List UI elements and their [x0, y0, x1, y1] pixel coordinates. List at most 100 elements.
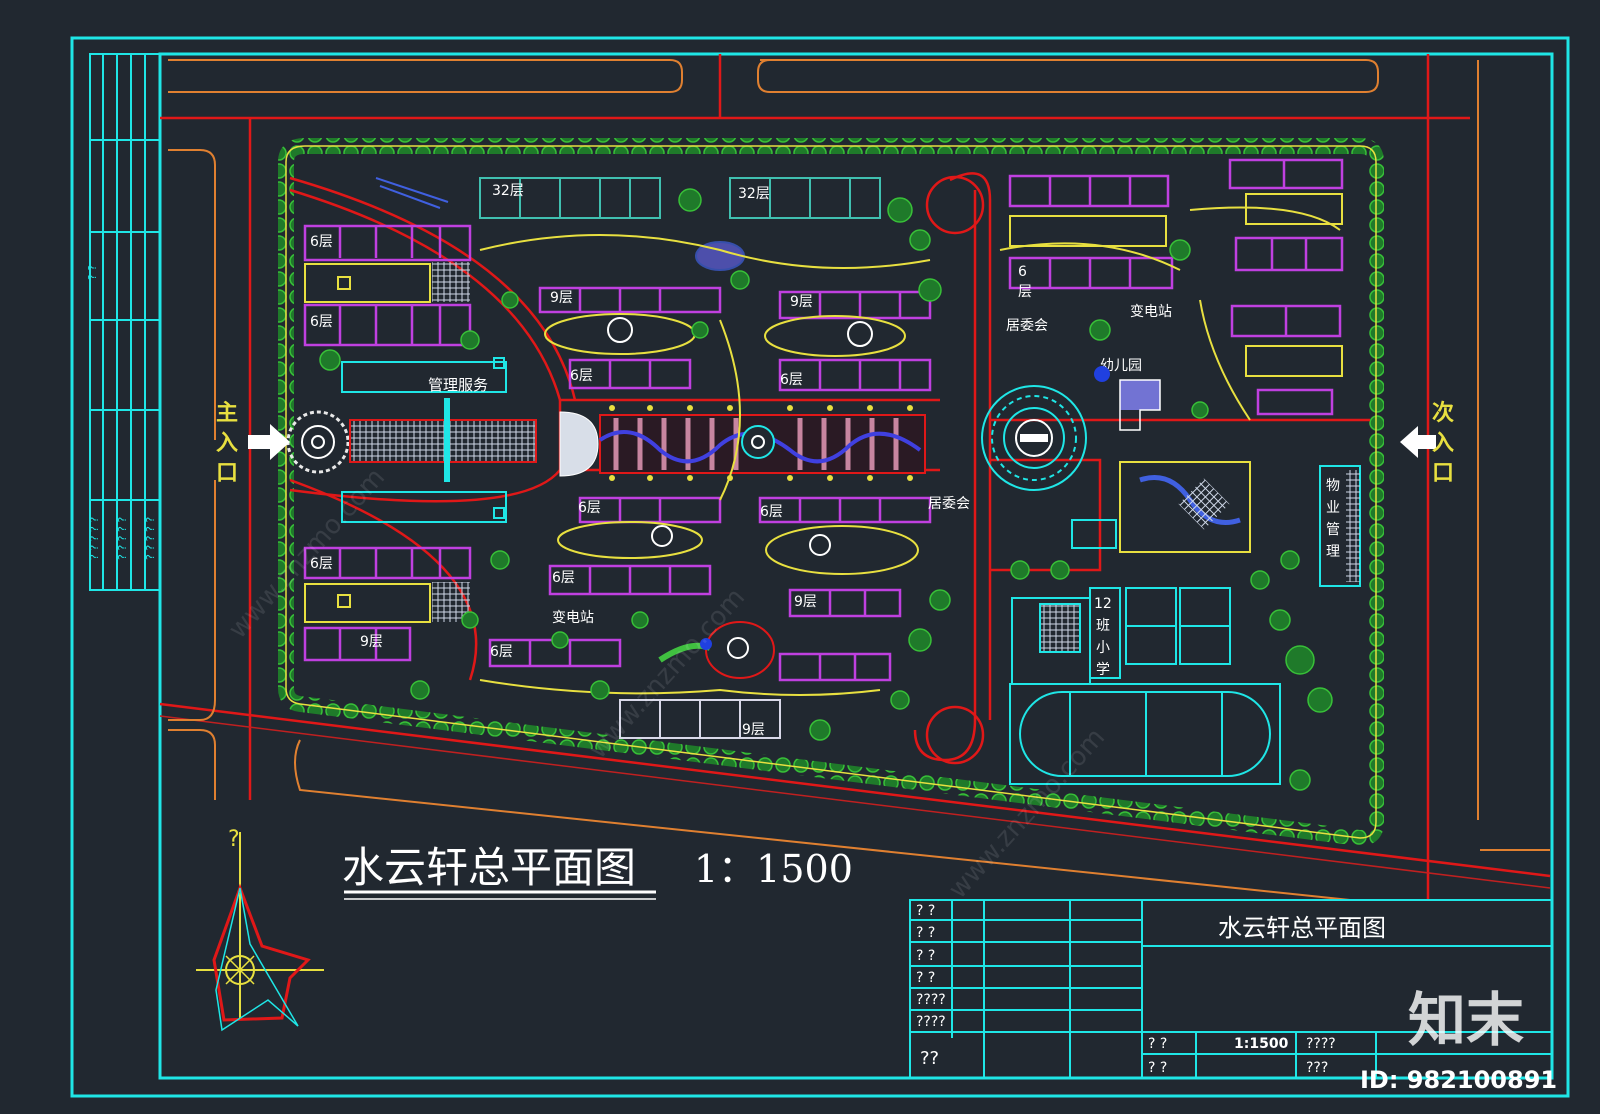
central-courtyards	[479, 234, 931, 696]
central-boulevard	[559, 405, 926, 481]
property-label: 物 业 管 理	[1326, 478, 1340, 560]
fountains	[607, 317, 873, 556]
left-strip-table	[89, 53, 161, 591]
title-block-cell: ????	[916, 1014, 946, 1030]
committee-label: 居委会	[1006, 318, 1048, 334]
internal-roads	[289, 172, 1370, 765]
title-block-rows: ? ? ? ? ? ? ? ? ???? ???? ?? ? ? ? ? 1:1…	[916, 903, 1336, 1076]
floor-label: 9层	[550, 290, 573, 306]
entrance-char: 入	[216, 431, 238, 456]
watermark-logo: 知末	[1408, 986, 1524, 1054]
main-entrance-label: 主 入 口	[216, 401, 238, 486]
floor-label: 9层	[360, 634, 383, 650]
title-block-cell: ? ?	[916, 970, 935, 986]
substation-label: 变电站	[552, 610, 594, 626]
title-block-title: 水云轩总平面图	[1218, 914, 1386, 942]
school-char: 班	[1096, 618, 1110, 634]
main-entrance-arrow	[248, 424, 290, 460]
service-labels: 变电站 居委会	[552, 496, 970, 626]
school-char: 12	[1094, 596, 1112, 612]
property-char: 业	[1326, 500, 1340, 516]
floor-label: 6层	[310, 234, 333, 250]
east-garden	[1071, 461, 1251, 553]
title-block	[909, 899, 1553, 1079]
central-floor-labels: 9层 9层 6层 6层 6层 6层 6层 9层 6层 9层	[490, 290, 817, 738]
title-block-cell: ? ?	[1148, 1036, 1167, 1052]
school	[1009, 587, 1281, 785]
floor-label: 6层	[552, 570, 575, 586]
circular-plaza	[981, 385, 1087, 491]
floor-label: 6层	[310, 314, 333, 330]
title-block-cell: ???	[1306, 1060, 1328, 1076]
north-floor-labels: 32层 32层	[492, 183, 770, 202]
west-floor-labels: 6层 6层 6层 9层	[310, 234, 383, 650]
east-labels: 6 层 居委会 变电站 幼儿园	[1006, 264, 1172, 374]
east-courtyards	[999, 193, 1343, 421]
gray-blocks	[619, 699, 781, 739]
floor-label: 9层	[794, 594, 817, 610]
left-strip-mark: ? ?	[86, 265, 99, 280]
school-char: 学	[1096, 662, 1110, 678]
floor-label: 6层	[578, 500, 601, 516]
drawing-title: 水云轩总平面图	[342, 843, 636, 892]
left-strip-marks: ? ? ? ? ? ? ? ? ? ? ? ? ? ? ? ? ?	[86, 265, 157, 560]
site-hedge	[278, 138, 1384, 847]
title-block-cell: ? ?	[916, 948, 935, 964]
floor-label: 6层	[490, 644, 513, 660]
north-arrow-compass	[196, 832, 324, 1032]
floor-label: 6层	[760, 504, 783, 520]
property-char: 管	[1326, 522, 1340, 538]
kindergarten-label: 幼儿园	[1100, 358, 1142, 374]
floor-label: 6	[1018, 264, 1027, 280]
management-label: 管理服务	[428, 376, 488, 394]
entrance-char: 口	[1432, 461, 1454, 486]
watermark-site: www.znzmo.com	[223, 463, 391, 645]
entrance-char: 口	[216, 461, 238, 486]
floor-label: 32层	[492, 183, 524, 199]
floor-label: 9层	[790, 294, 813, 310]
floor-label: 6层	[310, 556, 333, 572]
entrance-plaza	[286, 398, 537, 482]
entrance-char: 主	[216, 401, 238, 426]
school-label: 12 班 小 学	[1094, 596, 1112, 678]
title-block-scale: 1:1500	[1234, 1036, 1289, 1052]
west-service-buildings	[341, 357, 507, 523]
committee-label: 居委会	[928, 496, 970, 512]
entrance-char: 入	[1432, 431, 1454, 456]
west-courtyards	[304, 263, 431, 623]
floor-label: 9层	[742, 722, 765, 738]
floor-label: 6层	[780, 372, 803, 388]
property-building	[1319, 465, 1361, 587]
title-block-cell: ??	[920, 1048, 939, 1069]
secondary-entrance-label: 次 入 口	[1432, 400, 1454, 486]
property-char: 理	[1326, 544, 1340, 560]
left-strip-mark: ? ? ? ? ?	[116, 517, 129, 560]
roads	[159, 54, 1551, 901]
substation-label: 变电站	[1130, 304, 1172, 320]
entrance-char: 次	[1432, 400, 1454, 426]
kindergarten	[1094, 366, 1161, 431]
drawing-scale: 1：1500	[694, 847, 853, 891]
left-strip-mark: ? ? ? ? ?	[144, 517, 157, 560]
title-block-cell: ????	[916, 992, 946, 1008]
watermark-id: ID: 982100891	[1360, 1066, 1557, 1094]
title-block-cell: ? ?	[916, 903, 935, 919]
title-block-cell: ????	[1306, 1036, 1336, 1052]
secondary-entrance-arrow	[1400, 426, 1436, 458]
west-grid-patches	[432, 262, 470, 622]
playground	[658, 621, 775, 679]
title-block-cell: ? ?	[1148, 1060, 1167, 1076]
central-blocks	[488, 286, 932, 682]
title-block-cell: ? ?	[916, 925, 935, 941]
property-char: 物	[1326, 478, 1340, 494]
floor-label: 层	[1018, 284, 1032, 300]
school-char: 小	[1096, 640, 1110, 656]
floor-label: 32层	[738, 186, 770, 202]
left-strip-mark: ? ? ? ? ?	[88, 517, 101, 560]
east-blocks	[1008, 158, 1344, 416]
compass-mark: ?	[228, 827, 240, 852]
trees	[319, 188, 1333, 791]
floor-label: 6层	[570, 368, 593, 384]
north-highrises	[479, 177, 881, 219]
